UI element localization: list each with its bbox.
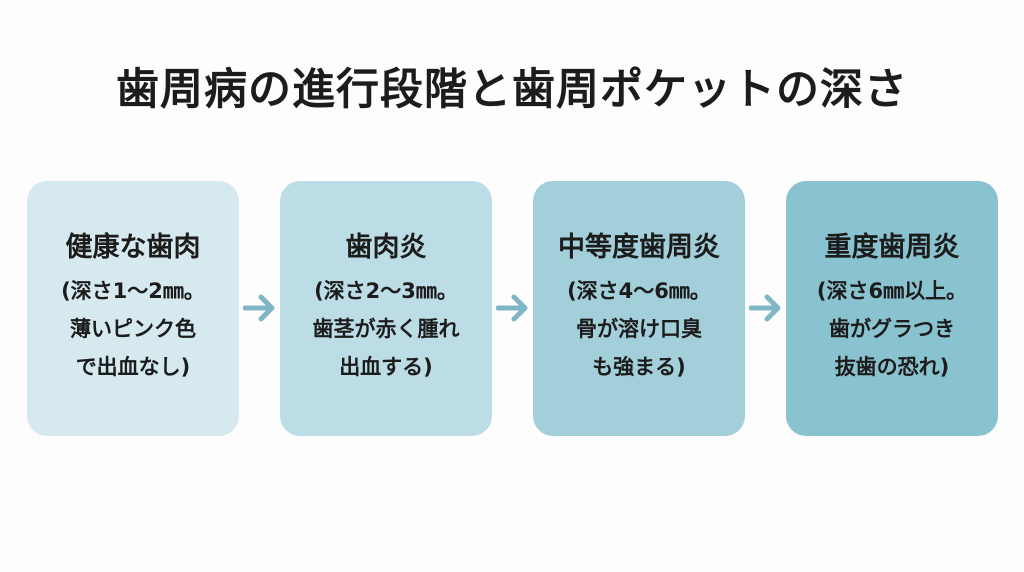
stage-description: (深さ1〜2㎜。 薄いピンク色 で出血なし) bbox=[61, 272, 205, 386]
stage-severe-periodontitis: 重度歯周炎 (深さ6㎜以上。 歯がグラつき 抜歯の恐れ) bbox=[786, 181, 998, 436]
stage-description-line: 抜歯の恐れ) bbox=[834, 355, 950, 379]
stage-description-line: 歯がグラつき bbox=[829, 317, 955, 341]
stage-description-line: で出血なし) bbox=[75, 355, 191, 379]
stage-description-line: も強まる) bbox=[592, 355, 686, 379]
stage-description-line: 骨が溶け口臭 bbox=[575, 317, 702, 341]
right-arrow-icon bbox=[496, 294, 528, 322]
stage-heading: 中等度歯周炎 bbox=[558, 232, 720, 263]
stage-heading: 健康な歯肉 bbox=[65, 232, 201, 263]
diagram-title: 歯周病の進行段階と歯周ポケットの深さ bbox=[116, 65, 908, 115]
stage-description: (深さ6㎜以上。 歯がグラつき 抜歯の恐れ) bbox=[817, 272, 967, 386]
stage-heading: 歯肉炎 bbox=[345, 232, 427, 263]
stage-description: (深さ2〜3㎜。 歯茎が赤く腫れ 出血する) bbox=[313, 272, 460, 386]
stage-description-line: 薄いピンク色 bbox=[69, 317, 196, 341]
stage-description-line: (深さ2〜3㎜。 bbox=[314, 279, 458, 303]
right-arrow-icon bbox=[749, 294, 781, 322]
stage-description-line: (深さ6㎜以上。 bbox=[816, 279, 968, 303]
stage-description-line: (深さ4〜6㎜。 bbox=[567, 279, 711, 303]
stage-description-line: 出血する) bbox=[339, 355, 433, 379]
stage-gingivitis: 歯肉炎 (深さ2〜3㎜。 歯茎が赤く腫れ 出血する) bbox=[280, 181, 492, 436]
right-arrow-icon bbox=[243, 294, 275, 322]
stage-description: (深さ4〜6㎜。 骨が溶け口臭 も強まる) bbox=[567, 272, 711, 386]
stage-moderate-periodontitis: 中等度歯周炎 (深さ4〜6㎜。 骨が溶け口臭 も強まる) bbox=[533, 181, 745, 436]
stage-description-line: (深さ1〜2㎜。 bbox=[61, 279, 205, 303]
stage-description-line: 歯茎が赤く腫れ bbox=[312, 317, 460, 341]
stage-heading: 重度歯周炎 bbox=[824, 232, 960, 263]
stage-healthy-gums: 健康な歯肉 (深さ1〜2㎜。 薄いピンク色 で出血なし) bbox=[27, 181, 239, 436]
